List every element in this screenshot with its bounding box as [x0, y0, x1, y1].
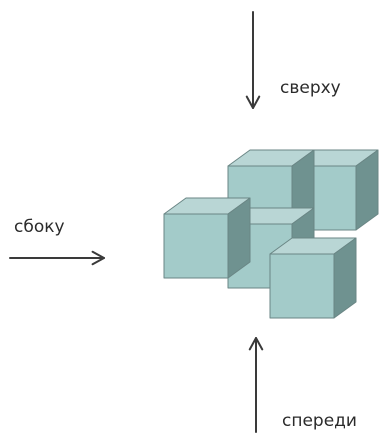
cube-front-face	[163, 213, 229, 279]
cube-front-face	[269, 253, 335, 319]
arrows-layer	[9, 11, 264, 433]
cube-front-right	[269, 237, 357, 319]
label-side-view: сбоку	[14, 217, 65, 237]
arrow-from-top	[245, 11, 261, 109]
arrow-from-side	[9, 250, 105, 266]
cube-left	[163, 197, 251, 279]
label-top-view: сверху	[280, 78, 341, 98]
arrow-from-front	[248, 337, 264, 433]
cube-structure	[163, 149, 379, 319]
label-front-view: спереди	[282, 411, 357, 431]
